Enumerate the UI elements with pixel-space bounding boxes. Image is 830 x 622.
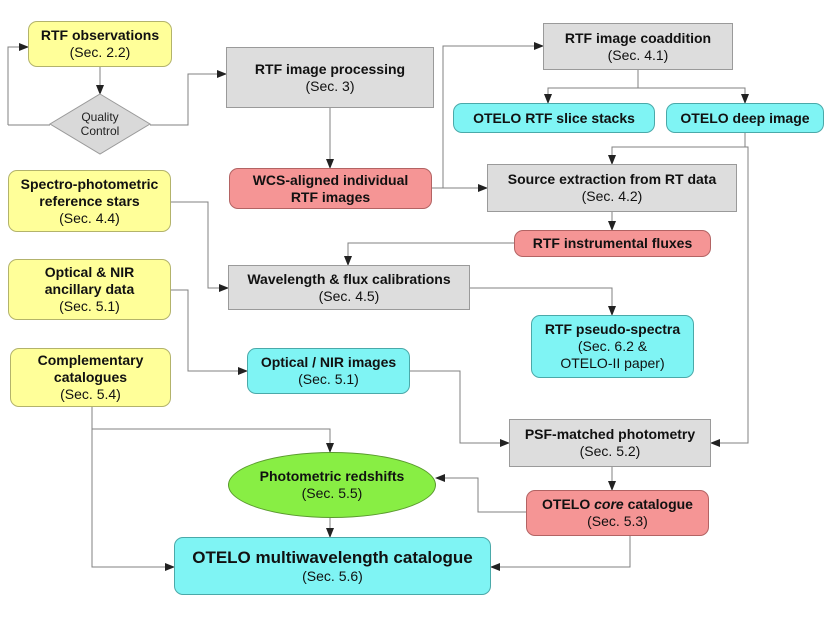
quality-control-line1: Quality bbox=[81, 110, 119, 124]
node-title: RTF instrumental fluxes bbox=[532, 235, 693, 251]
node-title: RTF image coaddition bbox=[564, 29, 712, 46]
node-complementary-catalogues: Complementary catalogues (Sec. 5.4) bbox=[10, 348, 171, 407]
edge-coadd-split bbox=[544, 70, 639, 104]
node-title: Source extraction from RT data bbox=[507, 171, 717, 187]
node-subtitle: (Sec. 5.4) bbox=[60, 386, 121, 402]
node-subtitle: (Sec. 5.1) bbox=[59, 298, 120, 314]
edge-ancillary-to-images bbox=[171, 289, 248, 375]
node-line2: reference stars bbox=[39, 192, 140, 209]
node-title-emphasis: core bbox=[594, 496, 624, 512]
edge-stars-to-calib bbox=[171, 201, 229, 292]
node-subtitle: (Sec. 4.1) bbox=[607, 46, 669, 63]
node-optical-nir-images: Optical / NIR images (Sec. 5.1) bbox=[247, 348, 410, 394]
node-subtitle: (Sec. 2.2) bbox=[69, 44, 131, 60]
node-line1: Optical & NIR bbox=[44, 264, 135, 280]
node-subtitle: (Sec. 5.2) bbox=[579, 443, 641, 459]
node-otelo-rtf-slice-stacks: OTELO RTF slice stacks bbox=[453, 103, 655, 133]
node-title: OTELO multiwavelength catalogue bbox=[192, 548, 473, 567]
node-title: Optical / NIR images bbox=[260, 354, 397, 370]
node-line1: Spectro-photometric bbox=[20, 175, 159, 192]
node-otelo-multiwavelength-catalogue: OTELO multiwavelength catalogue (Sec. 5.… bbox=[174, 537, 491, 595]
edge-qc-to-rtf-obs bbox=[7, 43, 29, 125]
node-title-post: catalogue bbox=[623, 496, 693, 512]
node-line2: catalogues bbox=[53, 369, 128, 385]
node-subtitle-2: OTELO-II paper) bbox=[560, 355, 665, 371]
node-spectro-photometric-stars: Spectro-photometric reference stars (Sec… bbox=[8, 170, 171, 232]
node-title: Wavelength & flux calibrations bbox=[247, 270, 451, 287]
node-line2: ancillary data bbox=[44, 281, 135, 297]
node-wavelength-flux-calibrations: Wavelength & flux calibrations (Sec. 4.5… bbox=[228, 265, 470, 310]
edge-calib-to-pseudo bbox=[470, 287, 616, 316]
node-line1: Complementary bbox=[37, 352, 144, 368]
edge-deep-to-source bbox=[608, 133, 746, 165]
node-subtitle: (Sec. 3) bbox=[305, 77, 355, 94]
node-subtitle: (Sec. 5.1) bbox=[298, 371, 359, 387]
node-otelo-core-catalogue: OTELO core catalogue (Sec. 5.3) bbox=[526, 490, 709, 536]
edge-deep-to-psf bbox=[710, 146, 749, 447]
node-title: OTELO core catalogue bbox=[542, 496, 693, 513]
node-source-extraction: Source extraction from RT data (Sec. 4.2… bbox=[487, 164, 737, 212]
node-rtf-instrumental-fluxes: RTF instrumental fluxes bbox=[514, 230, 711, 257]
node-photometric-redshifts: Photometric redshifts (Sec. 5.5) bbox=[228, 452, 436, 518]
node-rtf-observations: RTF observations (Sec. 2.2) bbox=[28, 21, 172, 67]
quality-control-line2: Control bbox=[80, 124, 120, 138]
node-subtitle-1: (Sec. 6.2 & bbox=[577, 338, 648, 354]
node-title: OTELO RTF slice stacks bbox=[473, 109, 635, 126]
node-title: RTF image processing bbox=[254, 60, 406, 77]
node-title: OTELO deep image bbox=[680, 109, 810, 126]
node-subtitle: (Sec. 5.5) bbox=[301, 485, 363, 501]
node-optical-nir-ancillary: Optical & NIR ancillary data (Sec. 5.1) bbox=[8, 259, 171, 320]
node-rtf-image-coaddition: RTF image coaddition (Sec. 4.1) bbox=[543, 23, 733, 70]
node-rtf-pseudo-spectra: RTF pseudo-spectra (Sec. 6.2 & OTELO-II … bbox=[531, 315, 694, 378]
edge-core-to-multi bbox=[490, 536, 631, 571]
node-title: RTF observations bbox=[40, 27, 160, 43]
edge-complementary-to-multi bbox=[91, 429, 175, 571]
node-rtf-image-processing: RTF image processing (Sec. 3) bbox=[226, 47, 434, 108]
node-subtitle: (Sec. 4.2) bbox=[581, 188, 643, 204]
node-wcs-aligned-images: WCS-aligned individual RTF images bbox=[229, 168, 432, 209]
quality-control-diamond bbox=[49, 93, 151, 155]
edge-qc-to-processing bbox=[150, 70, 227, 126]
node-psf-matched-photometry: PSF-matched photometry (Sec. 5.2) bbox=[509, 419, 711, 467]
node-subtitle: (Sec. 5.6) bbox=[302, 568, 363, 584]
node-subtitle: (Sec. 5.3) bbox=[587, 513, 648, 529]
quality-control-label: Quality Control bbox=[50, 94, 150, 154]
edge-flux-to-calib bbox=[344, 242, 514, 266]
node-title: PSF-matched photometry bbox=[524, 426, 696, 442]
edge-core-to-photoz bbox=[435, 474, 526, 513]
node-subtitle: (Sec. 4.4) bbox=[59, 209, 120, 226]
node-subtitle: (Sec. 4.5) bbox=[318, 287, 380, 304]
edge-complementary-to-photoz bbox=[91, 407, 334, 453]
node-title: Photometric redshifts bbox=[259, 468, 405, 484]
node-title-pre: OTELO bbox=[542, 496, 595, 512]
node-title: RTF pseudo-spectra bbox=[544, 321, 681, 337]
edge-images-to-psf bbox=[410, 370, 510, 447]
node-otelo-deep-image: OTELO deep image bbox=[666, 103, 824, 133]
node-line1: WCS-aligned individual bbox=[252, 171, 409, 188]
edge-coadd-to-deep bbox=[638, 87, 749, 104]
node-line2: RTF images bbox=[290, 188, 371, 205]
